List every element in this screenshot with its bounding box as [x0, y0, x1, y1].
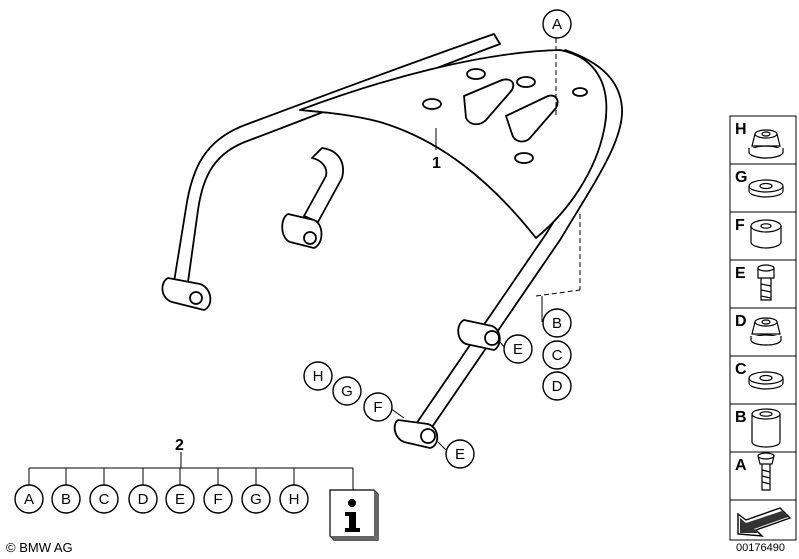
set-item-c-label: C	[99, 491, 110, 508]
set-label: 2	[175, 437, 184, 454]
set-item-a[interactable]	[14, 484, 44, 514]
callout-g-label: G	[341, 383, 353, 400]
callout-d-label: D	[552, 378, 563, 395]
copyright-text: © BMW AG	[6, 540, 73, 555]
callout-e-mid-label: E	[513, 341, 523, 358]
set-item-d[interactable]	[128, 484, 158, 514]
callout-a-top[interactable]	[542, 9, 572, 39]
legend-letter-c: C	[735, 361, 747, 378]
set-item-a-label: A	[24, 491, 34, 508]
screw-icon	[757, 452, 775, 491]
callout-circles	[303, 9, 572, 469]
set-item-f-label: F	[213, 491, 222, 508]
set-tree	[28, 452, 354, 490]
set-item-b[interactable]	[51, 484, 81, 514]
callout-c[interactable]	[542, 340, 572, 370]
set-item-f[interactable]	[203, 484, 233, 514]
bolt-icon	[757, 264, 775, 301]
legend-letter-b: B	[735, 409, 747, 426]
callout-e-mid[interactable]	[503, 334, 533, 364]
set-item-h-label: H	[289, 491, 300, 508]
callout-e-low[interactable]	[445, 439, 475, 469]
callout-c-label: C	[552, 347, 563, 364]
rubber-bushing-icon	[750, 219, 782, 249]
hardware-legend: H G F E D C B A	[729, 115, 797, 541]
set-item-g-label: G	[250, 491, 262, 508]
luggage-rack-illustration	[161, 33, 623, 449]
arrow-icon	[737, 507, 792, 537]
washer-icon	[748, 179, 784, 198]
callout-e-low-label: E	[455, 446, 465, 463]
set-item-g[interactable]	[241, 484, 271, 514]
callout-h[interactable]	[303, 361, 333, 391]
document-number: 00176490	[736, 542, 785, 554]
washer-icon-c	[748, 371, 784, 390]
callout-f[interactable]	[363, 392, 393, 422]
hex-nut-icon	[750, 317, 782, 346]
main-part-label: 1	[432, 155, 441, 172]
flange-nut-icon	[748, 129, 784, 159]
callout-b[interactable]	[542, 308, 572, 338]
callout-h-label: H	[313, 368, 324, 385]
legend-letter-e: E	[735, 265, 746, 282]
set-item-e-label: E	[175, 491, 185, 508]
set-item-e[interactable]	[165, 484, 195, 514]
spacer-sleeve-icon	[751, 408, 781, 448]
legend-letter-d: D	[735, 313, 747, 330]
info-icon[interactable]	[329, 489, 379, 541]
set-item-b-label: B	[61, 491, 71, 508]
set-item-circles	[14, 484, 309, 514]
legend-letter-a: A	[735, 457, 747, 474]
callout-g[interactable]	[332, 376, 362, 406]
legend-letter-h: H	[735, 121, 747, 138]
set-item-h[interactable]	[279, 484, 309, 514]
set-item-c[interactable]	[89, 484, 119, 514]
set-item-d-label: D	[138, 491, 149, 508]
callout-a-top-label: A	[552, 16, 562, 33]
callout-f-label: F	[373, 399, 382, 416]
legend-letter-g: G	[735, 169, 747, 186]
callout-b-label: B	[552, 315, 562, 332]
callout-d[interactable]	[542, 371, 572, 401]
legend-letter-f: F	[735, 217, 745, 234]
